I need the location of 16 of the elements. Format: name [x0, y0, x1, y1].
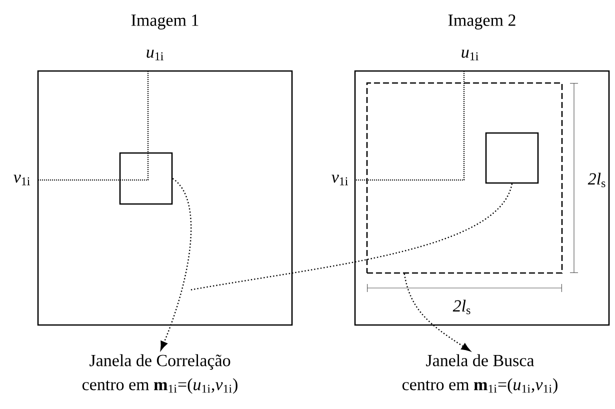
coordinate-label: u$_{1i}$: [462, 50, 478, 60]
node-label: Imagem 2: [448, 14, 516, 30]
window-caption: Janela de Busca centro em m$_{1i}$=(u$_{1i}$,v$_{1i}$): [402, 354, 558, 394]
coordinate-label: v$_{1i}$: [332, 174, 348, 186]
correlation-window: [485, 132, 539, 184]
dimension-label: 2l$_{s}$: [588, 172, 606, 188]
dimension-label: 2l$_{s}$: [452, 300, 470, 314]
coordinate-label: u$_{1i}$: [146, 50, 164, 60]
node-label: Imagem 1: [131, 14, 198, 30]
correlation-window: [119, 152, 173, 205]
leader-line: [190, 183, 513, 291]
window-caption: Janela de Correlação centro em m$_{1i}$=(u$_{1i}$,v$_{1i}$): [82, 354, 238, 394]
leader-arrow: [160, 178, 192, 350]
coordinate-label: v$_{1i}$: [14, 174, 30, 186]
leader-arrow: [404, 274, 470, 352]
search-window: [366, 82, 563, 274]
